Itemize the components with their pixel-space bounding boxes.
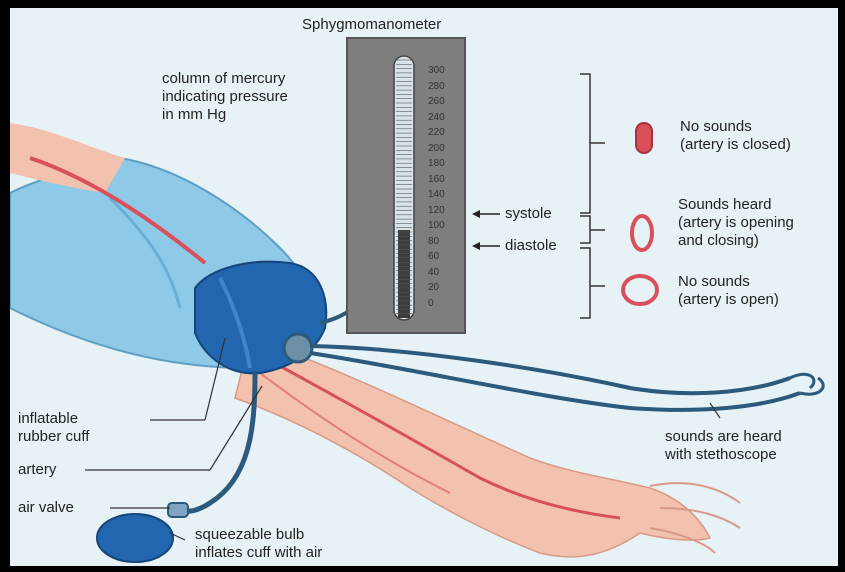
mercury-label-line-3: in mm Hg (162, 106, 226, 124)
shoulder-skin (10, 123, 125, 193)
scale-tick-label: 280 (428, 82, 445, 92)
stethoscope-tube-1 (310, 346, 790, 393)
squeeze-bulb (97, 514, 173, 562)
scale-tick-label: 100 (428, 221, 445, 231)
artery-open-icon (623, 276, 657, 304)
artery-partly-open-icon (632, 216, 652, 250)
systole-label: systole (505, 205, 552, 223)
mercury-label-line-2: indicating pressure (162, 88, 288, 106)
bracket-open (580, 248, 590, 318)
stethoscope-earpieces (790, 374, 823, 394)
cuff-label-line-1: inflatable (18, 410, 78, 428)
diastole-label: diastole (505, 237, 557, 255)
state-heard-title: Sounds heard (678, 196, 771, 214)
bulb-label-line-2: inflates cuff with air (195, 544, 322, 562)
bracket-closed (580, 74, 590, 213)
scale-tick-label: 200 (428, 144, 445, 154)
stethoscope-label-line-1: sounds are heard (665, 428, 782, 446)
bracket-heard (580, 216, 590, 243)
state-open-detail: (artery is open) (678, 291, 779, 309)
artery-label: artery (18, 461, 56, 479)
air-valve-label: air valve (18, 499, 74, 517)
forearm (235, 338, 710, 557)
scale-tick-label: 240 (428, 113, 445, 123)
scale-tick-label: 260 (428, 97, 445, 107)
diagram-title: Sphygmomanometer (302, 16, 441, 33)
scale-tick-label: 180 (428, 159, 445, 169)
state-heard-detail-2: and closing) (678, 232, 759, 250)
artery-closed-icon (636, 123, 652, 153)
scale-tick-label: 300 (428, 66, 445, 76)
air-valve (168, 503, 188, 517)
state-closed-title: No sounds (680, 118, 752, 136)
bulb-label-line-1: squeezable bulb (195, 526, 304, 544)
state-heard-detail: (artery is opening (678, 214, 794, 232)
stethoscope-chestpiece (284, 334, 312, 362)
illustration-frame: Sphygmomanometer column of mercury indic… (10, 8, 838, 566)
scale-tick-label: 120 (428, 206, 445, 216)
scale-tick-label: 40 (428, 268, 439, 278)
state-open-title: No sounds (678, 273, 750, 291)
scale-tick-label: 0 (428, 299, 434, 309)
scale-tick-label: 160 (428, 175, 445, 185)
mercury-column (398, 230, 410, 318)
scale-tick-label: 20 (428, 283, 439, 293)
scale-tick-label: 60 (428, 252, 439, 262)
state-closed-detail: (artery is closed) (680, 136, 791, 154)
scale-tick-label: 80 (428, 237, 439, 247)
cuff-label-line-2: rubber cuff (18, 428, 89, 446)
stethoscope-label-line-2: with stethoscope (665, 446, 777, 464)
scale-tick-label: 140 (428, 190, 445, 200)
mercury-label-line-1: column of mercury (162, 70, 285, 88)
scale-tick-label: 220 (428, 128, 445, 138)
